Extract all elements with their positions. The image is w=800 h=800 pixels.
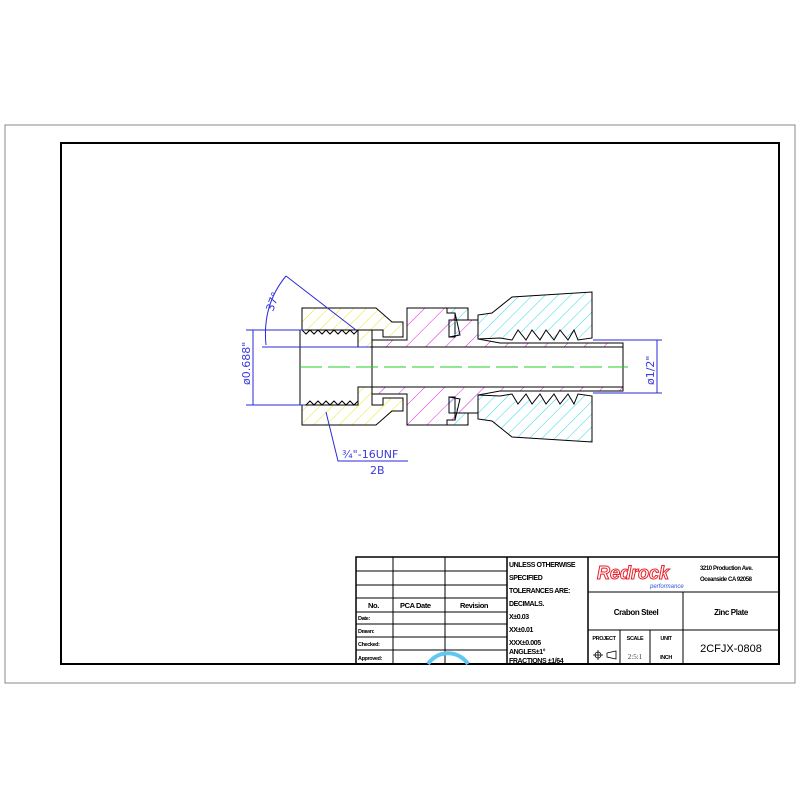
dimension-lines xyxy=(246,275,662,462)
project-label: PROJECT xyxy=(592,636,616,642)
tolerance-line: DECIMALS. xyxy=(509,601,544,608)
material: Crabon Steel xyxy=(614,608,659,617)
row-label-date: Date: xyxy=(358,616,370,622)
thread-diameter-dimension: ø0.688" xyxy=(240,342,253,385)
tolerance-line: TOLERANCES ARE: xyxy=(509,588,570,595)
title-block xyxy=(355,556,780,666)
tolerance-line: FRACTIONS ±1/64 xyxy=(509,658,564,665)
unit-value: INCH xyxy=(660,655,672,661)
finish: Zinc Plate xyxy=(714,608,749,617)
company-address-line1: 3210 Production Ave. xyxy=(700,566,753,572)
stem-diameter-dimension: ø1/2" xyxy=(644,356,657,386)
tolerance-line: XX±0.01 xyxy=(509,627,534,634)
company-logo-sub: performance xyxy=(649,584,684,590)
row-label-checked: Checked: xyxy=(358,642,380,648)
company-logo: Redrock xyxy=(597,563,670,583)
tolerance-line: ANGLES±1° xyxy=(509,648,546,656)
header-pca-date: PCA Date xyxy=(400,601,431,610)
thread-spec-line2: 2B xyxy=(370,464,385,477)
header-revision: Revision xyxy=(460,601,489,610)
projection-symbol-icon xyxy=(593,650,617,660)
scale-value: 2:5:1 xyxy=(628,653,643,661)
tolerance-line: X±0.03 xyxy=(509,614,529,621)
unit-label: UNIT xyxy=(660,636,672,642)
thread-spec-line1: ¾"-16UNF xyxy=(342,448,398,461)
sleeve-section xyxy=(446,291,593,443)
tolerance-line: SPECIFIED xyxy=(509,575,543,582)
row-label-drawn: Drawn: xyxy=(358,629,375,635)
sheet-outer-border xyxy=(4,124,796,684)
tolerance-line: XXX±0.005 xyxy=(509,640,541,647)
row-label-approved: Approved: xyxy=(358,656,382,662)
header-no: No. xyxy=(368,601,379,610)
part-number: 2CFJX-0808 xyxy=(700,643,762,655)
company-address-line2: Oceanside CA 92058 xyxy=(700,577,753,583)
scale-label: SCALE xyxy=(627,636,644,642)
tolerance-line: UNLESS OTHERWISE xyxy=(509,562,576,569)
angle-dimension: 37° xyxy=(264,290,283,313)
